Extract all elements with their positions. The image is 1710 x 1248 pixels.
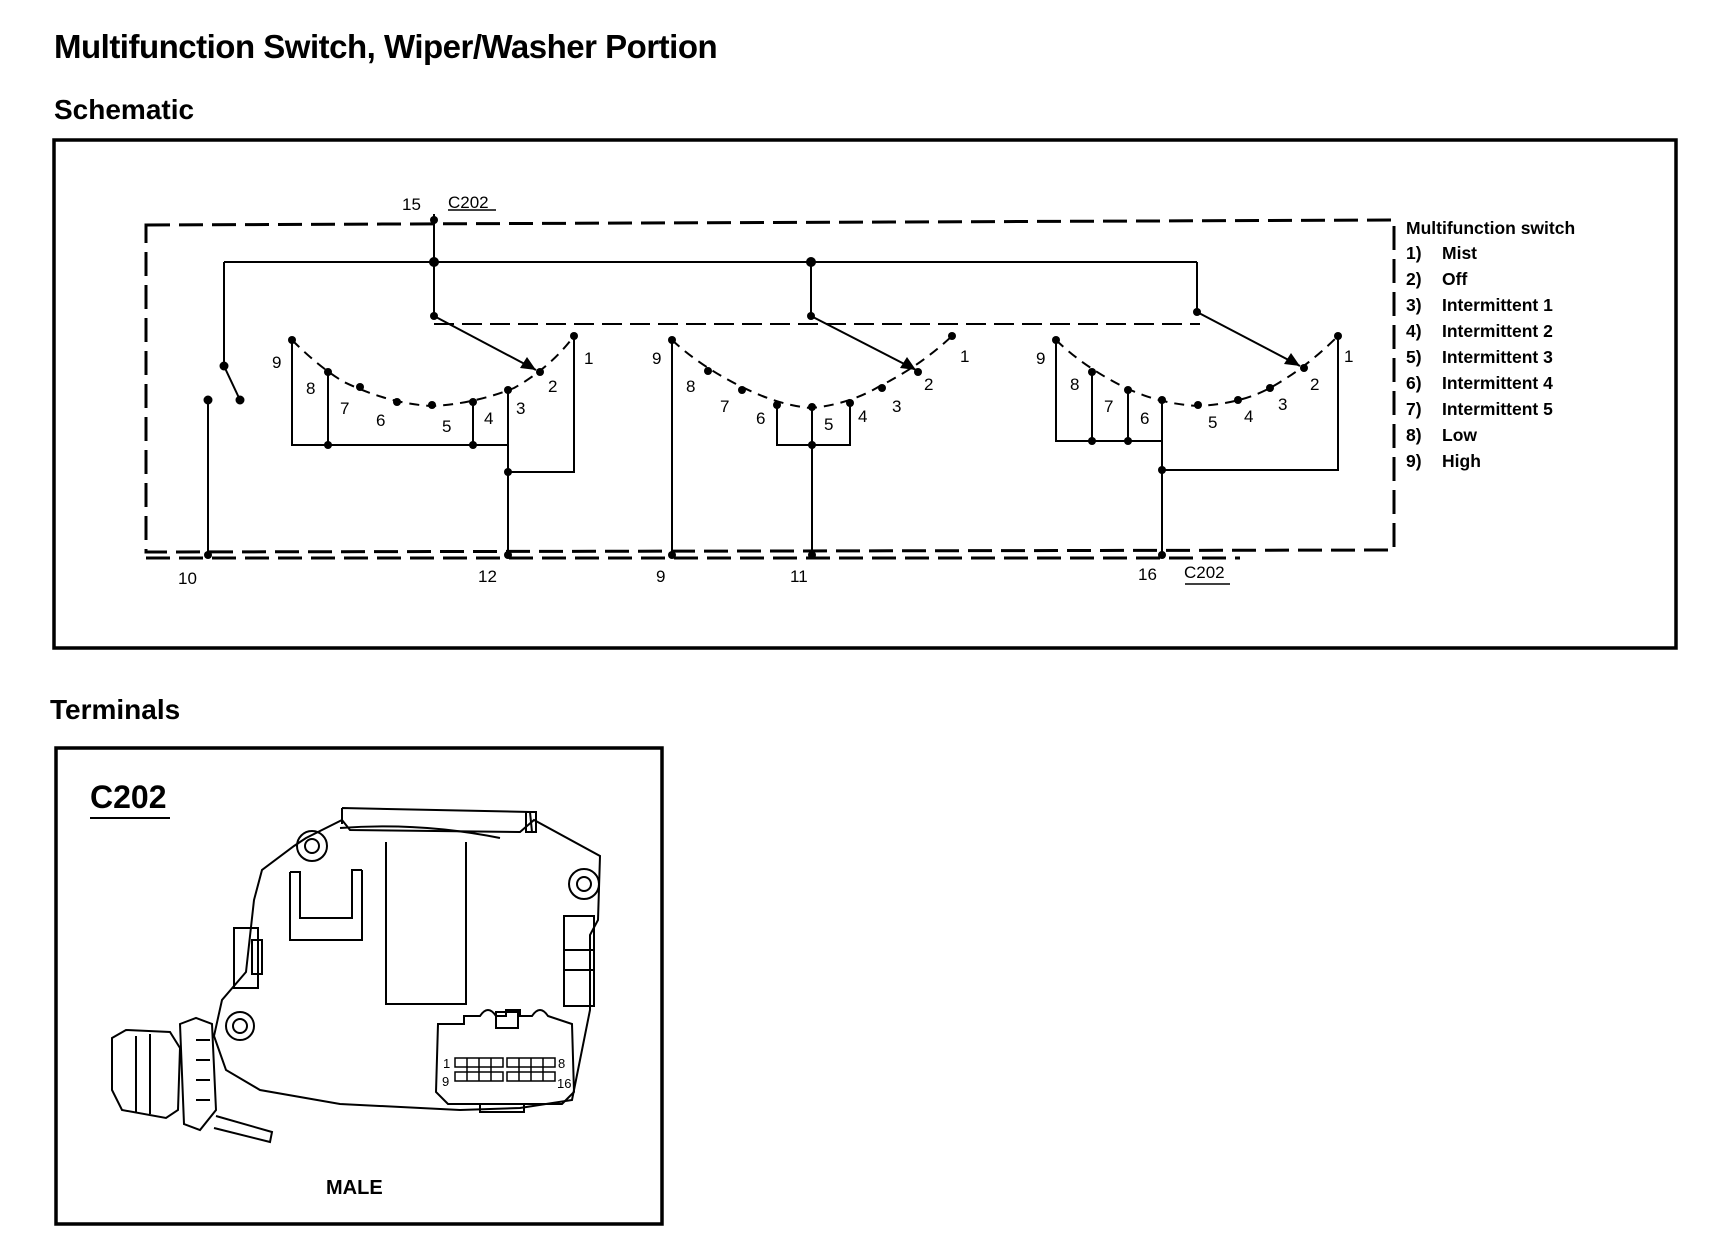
schematic-frame xyxy=(52,138,1678,650)
position-label: 2 xyxy=(548,377,557,396)
terminal-connector-label: C202 xyxy=(90,779,167,815)
junction-dot xyxy=(806,257,816,267)
position-label: 8 xyxy=(306,379,315,398)
legend-label: Intermittent 3 xyxy=(1442,347,1553,367)
legend-num: 1) xyxy=(1406,243,1422,263)
legend-num: 9) xyxy=(1406,451,1422,471)
junction-dot xyxy=(429,257,439,267)
position-label: 5 xyxy=(824,415,833,434)
legend-num: 4) xyxy=(1406,321,1422,341)
schematic-heading: Schematic xyxy=(54,94,195,125)
position-label: 7 xyxy=(720,397,729,416)
terminals-heading: Terminals xyxy=(50,694,181,725)
switch-housing xyxy=(144,218,1396,554)
position-label: 6 xyxy=(376,411,385,430)
connector-label: C202 xyxy=(448,193,489,212)
legend-num: 7) xyxy=(1406,399,1422,419)
pin-label: 16 xyxy=(557,1076,571,1091)
position-label: 3 xyxy=(892,397,901,416)
legend-num: 8) xyxy=(1406,425,1422,445)
pin-label: 16 xyxy=(1138,565,1157,584)
rotary-switch-3 xyxy=(1052,308,1342,552)
position-label: 4 xyxy=(484,409,493,428)
position-label: 2 xyxy=(1310,375,1319,394)
gender-label: MALE xyxy=(326,1177,383,1199)
position-label: 1 xyxy=(960,347,969,366)
position-label: 4 xyxy=(858,407,867,426)
position-label: 3 xyxy=(1278,395,1287,414)
position-label: 3 xyxy=(516,399,525,418)
pin-label: 1 xyxy=(443,1056,450,1071)
pin-label: 9 xyxy=(442,1074,449,1089)
legend-title: Multifunction switch xyxy=(1406,218,1575,238)
legend-label: Intermittent 2 xyxy=(1442,321,1553,341)
position-label: 8 xyxy=(1070,375,1079,394)
legend-num: 3) xyxy=(1406,295,1422,315)
position-label: 1 xyxy=(584,349,593,368)
legend-label: Low xyxy=(1442,425,1477,445)
pin-block xyxy=(434,1009,576,1105)
position-label: 6 xyxy=(1140,409,1149,428)
position-label: 2 xyxy=(924,375,933,394)
pin-label: 11 xyxy=(790,567,808,586)
position-label: 4 xyxy=(1244,407,1253,426)
legend-label: Intermittent 5 xyxy=(1442,399,1553,419)
pin-label: 8 xyxy=(558,1056,565,1071)
pin-label: 12 xyxy=(478,567,497,586)
legend-num: 5) xyxy=(1406,347,1422,367)
legend-label: High xyxy=(1442,451,1481,471)
connector-label: C202 xyxy=(1184,563,1225,582)
legend-label: Mist xyxy=(1442,243,1477,263)
pin-row xyxy=(454,1057,556,1082)
legend: Multifunction switch 1) Mist 2) Off 3) I… xyxy=(1406,218,1575,471)
legend-num: 2) xyxy=(1406,269,1422,289)
pin-label: 9 xyxy=(656,567,665,586)
position-label: 9 xyxy=(652,349,661,368)
pin-label: 15 xyxy=(402,195,421,214)
connector-drawing xyxy=(111,807,602,1144)
legend-label: Intermittent 1 xyxy=(1442,295,1553,315)
position-label: 5 xyxy=(1208,413,1217,432)
position-label: 7 xyxy=(340,399,349,418)
position-label: 1 xyxy=(1344,347,1353,366)
position-label: 6 xyxy=(756,409,765,428)
page-title: Multifunction Switch, Wiper/Washer Porti… xyxy=(54,28,718,65)
position-label: 9 xyxy=(272,353,281,372)
legend-label: Intermittent 4 xyxy=(1442,373,1553,393)
rotary-switch-1 xyxy=(288,312,578,552)
position-label: 8 xyxy=(686,377,695,396)
mist-switch xyxy=(203,262,245,552)
terminals-frame xyxy=(54,746,664,1226)
legend-label: Off xyxy=(1442,269,1467,289)
pin-label: 10 xyxy=(178,569,197,588)
position-label: 9 xyxy=(1036,349,1045,368)
position-label: 5 xyxy=(442,417,451,436)
rotary-switch-2 xyxy=(668,312,956,552)
position-label: 7 xyxy=(1104,397,1113,416)
legend-num: 6) xyxy=(1406,373,1422,393)
